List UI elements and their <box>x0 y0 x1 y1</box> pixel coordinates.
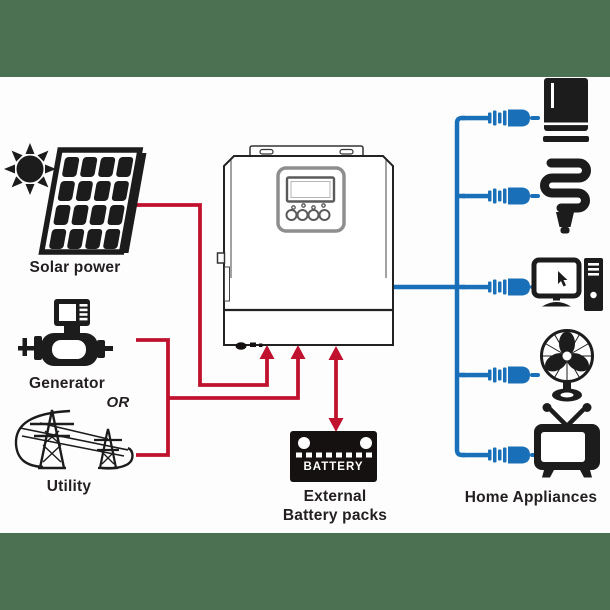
arrowhead-solar <box>259 345 275 359</box>
top-band <box>0 0 610 77</box>
plug-icons <box>462 109 540 464</box>
solar-panel-icon <box>38 147 147 255</box>
junction-to-inverter-line <box>168 358 300 400</box>
arrowhead-battery-down <box>328 418 344 432</box>
output-lines-blue <box>393 115 465 458</box>
source-lines-red <box>135 203 338 457</box>
battery-packs-label: Battery packs <box>282 507 388 524</box>
utility-towers-icon <box>14 409 134 470</box>
arrowhead-battery-up <box>328 346 344 360</box>
battery-icon <box>290 431 377 482</box>
sun-icon <box>4 143 56 195</box>
appliance-icons <box>531 78 603 478</box>
battery-panel-label: BATTERY <box>303 461 364 473</box>
plug-icon-bulb <box>462 187 540 205</box>
external-label: External <box>303 488 367 505</box>
cfl-bulb-icon <box>540 158 591 234</box>
plug-icon-computer <box>462 278 540 296</box>
inverter-lcd-display <box>285 176 336 203</box>
arrowhead-acinput <box>290 345 306 359</box>
plug-icon-fan <box>462 366 540 384</box>
generator-icon <box>18 299 113 366</box>
fan-icon <box>540 329 594 402</box>
solar-power-label: Solar power <box>29 259 121 276</box>
inverter-led-indicators <box>291 203 326 210</box>
utility-label: Utility <box>46 478 92 495</box>
or-label: OR <box>106 394 130 411</box>
generator-label: Generator <box>29 375 105 392</box>
inverter-buttons <box>285 209 331 221</box>
plug-icon-refrigerator <box>462 109 540 127</box>
appliance-bus-line <box>454 115 465 458</box>
inverter-bottom-terminals <box>235 342 263 350</box>
desktop-computer-icon <box>531 257 603 311</box>
television-icon <box>534 403 600 478</box>
red-arrowheads <box>259 345 344 432</box>
inverter-unit-icon <box>216 145 394 350</box>
home-appliances-label: Home Appliances <box>464 489 598 506</box>
plug-icon-tv <box>462 446 540 464</box>
solar-to-inverter-line <box>135 203 269 387</box>
refrigerator-icon <box>543 78 589 142</box>
bottom-band <box>0 533 610 610</box>
